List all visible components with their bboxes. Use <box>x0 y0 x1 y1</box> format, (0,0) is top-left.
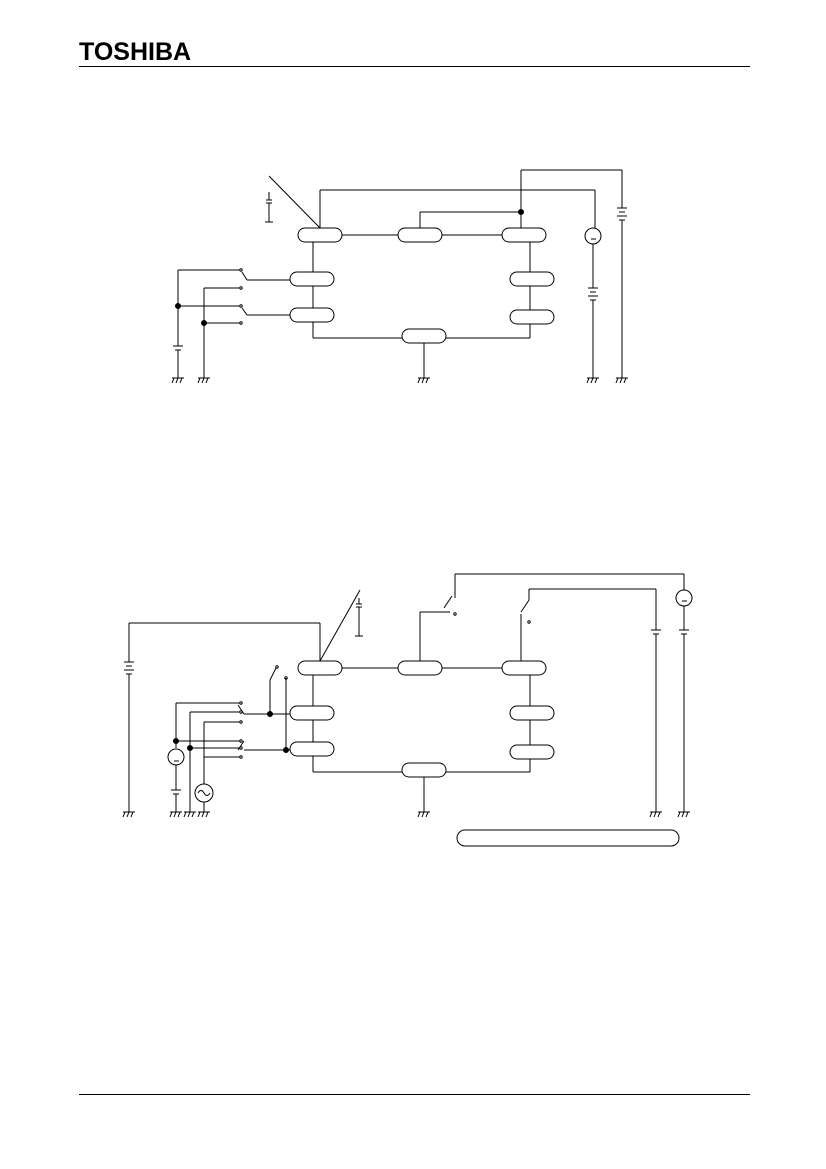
pad <box>502 228 546 242</box>
junction-dot <box>188 746 193 751</box>
pad <box>510 706 554 720</box>
pad <box>398 661 442 675</box>
note-box <box>457 830 679 846</box>
ground-symbol <box>198 378 210 383</box>
meter <box>676 590 692 606</box>
pad <box>398 228 442 242</box>
pad <box>290 706 334 720</box>
meter <box>585 228 601 244</box>
pad <box>510 745 554 759</box>
ground-symbol <box>170 812 182 817</box>
header-rule <box>79 66 750 67</box>
junction-dot <box>176 304 181 309</box>
ground-symbol <box>184 812 196 817</box>
ground-symbol <box>418 812 430 817</box>
pad <box>290 272 334 286</box>
junction-dot <box>268 712 273 717</box>
ground-symbol <box>616 378 628 383</box>
footer-rule <box>79 1094 750 1095</box>
toshiba-logo: TOSHIBA <box>79 38 192 66</box>
test-circuit-1 <box>0 160 826 400</box>
ground-symbol <box>172 378 184 383</box>
pad <box>290 742 334 756</box>
pad <box>502 661 546 675</box>
test-circuit-2 <box>0 565 826 855</box>
pad <box>290 308 334 322</box>
meter <box>168 749 184 765</box>
pad <box>402 329 446 343</box>
junction-dot <box>174 739 179 744</box>
ground-symbol <box>418 378 430 383</box>
ground-symbol <box>587 378 599 383</box>
junction-dot <box>202 321 207 326</box>
ground-symbol <box>198 812 210 817</box>
pad <box>298 228 342 242</box>
pad <box>510 310 554 324</box>
ground-symbol <box>650 812 662 817</box>
pad <box>402 763 446 777</box>
junction-dot <box>519 210 524 215</box>
ground-symbol <box>123 812 135 817</box>
pad <box>298 661 342 675</box>
junction-dot <box>284 748 289 753</box>
pad <box>510 272 554 286</box>
ground-symbol <box>678 812 690 817</box>
